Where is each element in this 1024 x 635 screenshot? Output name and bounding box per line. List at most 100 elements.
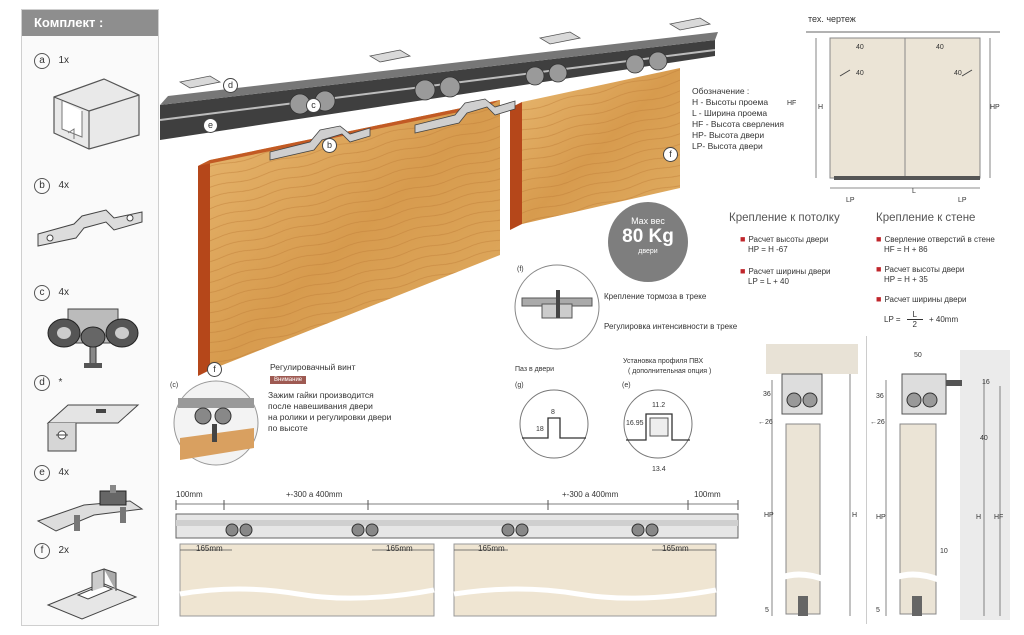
wall-dim-5: 5: [876, 607, 880, 614]
ceiling-section: [766, 344, 858, 616]
dim-left-edge: 100mm: [176, 490, 203, 499]
dim-inset-3: 165mm: [478, 544, 505, 553]
kit-item-d: d *: [34, 372, 154, 463]
groove-tag: (g): [515, 382, 524, 389]
dim-right-edge: 100mm: [694, 490, 721, 499]
bullet-icon: ■: [876, 294, 882, 304]
adjust-text-line: по высоте: [268, 423, 308, 433]
adjust-text-line: на ролики и регулировки двери: [268, 412, 392, 422]
wall-dim-50: 50: [914, 352, 922, 359]
kit-item-e: e 4x: [34, 462, 154, 545]
ceiling-dim-H: H: [852, 512, 858, 519]
bullet-icon: ■: [876, 234, 882, 244]
kit-letter-a: a: [34, 53, 50, 69]
attention-badge: Внимание: [270, 376, 307, 384]
kit-letter-d: d: [34, 375, 50, 391]
dim-span-right: +-300 а 400mm: [562, 490, 619, 499]
formula-suffix: + 40mm: [929, 315, 959, 324]
kit-qty-c: 4x: [58, 287, 70, 298]
brake-detail: [514, 264, 600, 350]
callout-f-top: f: [663, 147, 678, 162]
bullet-icon: ■: [740, 266, 746, 276]
kit-panel: Комплект : a 1x b 4x c 4x: [21, 9, 159, 626]
tech-drawing-title: тех. чертеж: [808, 14, 856, 24]
legend: Обозначение : H - Высоты проема L - Шири…: [692, 86, 802, 152]
tech-dim-40a: 40: [856, 44, 864, 51]
dim-inset-1: 165mm: [196, 544, 223, 553]
ceiling-title: Крепление к потолку: [729, 212, 840, 224]
wall-item-label: Сверление отверстий в стене: [884, 235, 995, 244]
ceiling-bracket-icon: [46, 404, 140, 452]
max-weight-value: 80 Kg: [622, 226, 674, 247]
formula-numerator: L: [906, 310, 923, 320]
rail-profile-icon: [53, 78, 140, 150]
floor-guide-icon: [46, 568, 138, 620]
pvc-title: Установка профиля ПВХ: [623, 358, 704, 365]
brake-tag: (f): [517, 266, 524, 273]
tech-dim-LP1: LP: [846, 197, 855, 204]
wall-title: Крепление к стене: [876, 212, 976, 224]
tech-dim-40c: 40: [856, 70, 864, 77]
mounting-plate-icon: [37, 209, 143, 247]
kit-qty-b: 4x: [58, 180, 70, 191]
tech-dim-HP: HP: [990, 104, 1000, 111]
callout-e: e: [203, 118, 218, 133]
wall-dim-H: H: [976, 514, 982, 521]
wall-dim-10: 10: [940, 548, 948, 555]
groove-width: 8: [551, 409, 555, 416]
tech-dim-L: L: [912, 188, 916, 195]
ceiling-item-formula: LP = L + 40: [748, 277, 789, 286]
groove-height: 18: [536, 426, 544, 433]
wall-item-label: Расчет ширины двери: [884, 295, 967, 304]
ceiling-item-formula: HP = H -67: [748, 245, 788, 254]
wall-dim-26: ←26: [870, 419, 885, 426]
wall-dim-HF: HF: [994, 514, 1004, 521]
callout-c: c: [306, 98, 321, 113]
ceiling-dim-5: 5: [765, 607, 769, 614]
dim-inset-4: 165mm: [662, 544, 689, 553]
legend-title: Обозначение :: [692, 86, 750, 96]
kit-qty-e: 4x: [58, 467, 70, 478]
brake-line-1: Крепление тормоза в треке: [604, 292, 707, 301]
track-rail: [160, 40, 715, 140]
ceiling-item-1: ■Расчет высоты двери HP = H -67: [740, 234, 828, 255]
tech-dim-H: H: [818, 104, 824, 111]
max-weight-label: Max вес: [631, 216, 665, 226]
pvc-tag: (e): [622, 382, 631, 389]
pvc-height: 16.95: [626, 420, 644, 427]
tech-dim-40b: 40: [936, 44, 944, 51]
dim-inset-2: 165mm: [386, 544, 413, 553]
ceiling-item-label: Расчет высоты двери: [748, 235, 829, 244]
kit-letter-c: c: [34, 285, 50, 301]
section-divider: [866, 336, 867, 624]
legend-line: LP- Высота двери: [692, 141, 763, 151]
legend-line: HP- Высота двери: [692, 130, 765, 140]
max-weight-badge: Max вес 80 Kg двери: [608, 202, 688, 282]
ceiling-dim-36: 36: [763, 391, 771, 398]
groove-detail: [519, 389, 589, 459]
kit-item-c: c 4x: [34, 282, 154, 373]
callout-f-bottom: f: [207, 362, 222, 377]
pvc-subtitle: ( дополнительная опция ): [628, 368, 712, 375]
wall-item-formula: HF = H + 86: [884, 245, 928, 254]
wall-dim-36: 36: [876, 393, 884, 400]
formula-denominator: 2: [912, 320, 917, 329]
kit-item-a: a 1x: [34, 50, 154, 151]
formula-prefix: LP =: [884, 315, 901, 324]
kit-letter-f: f: [34, 543, 50, 559]
pvc-width: 11.2: [652, 402, 666, 409]
tech-dim-HF: HF: [787, 100, 797, 107]
pvc-base: 13.4: [652, 466, 666, 473]
wall-item-1: ■Сверление отверстий в стене HF = H + 86: [876, 234, 995, 255]
callout-b: b: [322, 138, 337, 153]
max-weight-unit: двери: [638, 248, 658, 255]
bullet-icon: ■: [876, 264, 882, 274]
kit-letter-b: b: [34, 178, 50, 194]
wall-item-3: ■Расчет ширины двери: [876, 294, 967, 305]
adjust-text-line: Зажим гайки производится: [268, 390, 374, 400]
kit-letter-e: e: [34, 465, 50, 481]
bullet-icon: ■: [740, 234, 746, 244]
brake-line-2: Регулировка интенсивности в треке: [604, 322, 738, 331]
adjust-tag: (c): [170, 382, 179, 389]
bottom-layout-diagram: [175, 500, 739, 617]
